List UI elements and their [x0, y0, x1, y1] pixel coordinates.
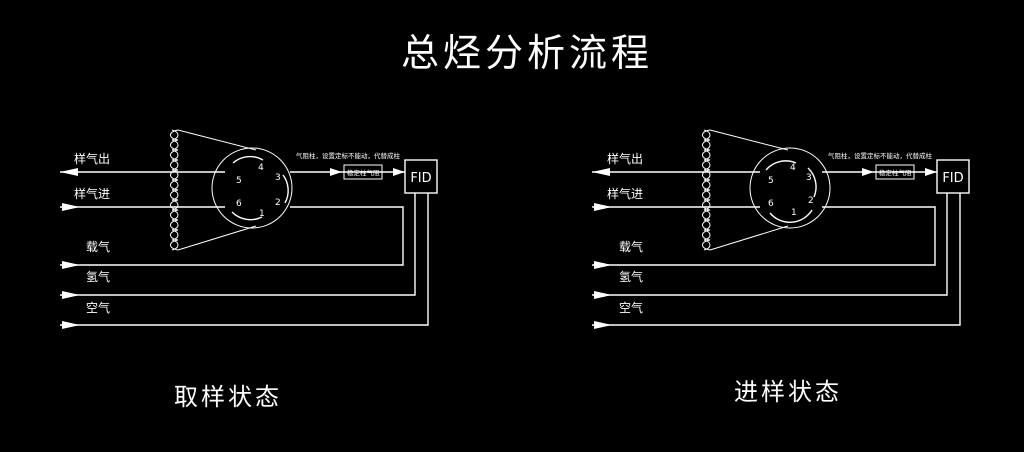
valve-port-label: 5	[236, 176, 242, 186]
sample-loop-coil	[702, 129, 789, 251]
gas-input-lines: 样气出 样气进 载气 氢气 空气	[592, 151, 961, 329]
restrictor-box-label: 稳定柱气阻	[879, 168, 912, 177]
sampling-state-label: 取样状态	[174, 383, 282, 411]
valve-port-label: 3	[275, 173, 281, 183]
hydrogen-label: 氢气	[619, 269, 643, 284]
restrictor-box	[343, 164, 383, 180]
sample-out-label: 样气出	[74, 151, 110, 166]
fid-detector-box	[936, 159, 970, 194]
sample-loop-coil	[170, 129, 257, 251]
valve-port-label: 1	[791, 208, 797, 218]
injection-state-label: 进样状态	[734, 378, 842, 406]
sampling-state-diagram: 1 2 3 4 5 6 样气出 样气进 载气 氢气 空气	[60, 129, 438, 411]
valve-port-label: 5	[768, 176, 774, 186]
sample-in-label: 样气进	[74, 186, 110, 201]
valve-port-label: 1	[259, 209, 265, 219]
fid-detector-label: FID	[410, 171, 431, 186]
column-note: 气阻柱，设置定标不能动，代替成柱	[296, 151, 401, 160]
column-to-detector: 气阻柱，设置定标不能动，代替成柱 稳定柱气阻 FID	[822, 151, 970, 194]
valve-port-label: 6	[236, 199, 242, 209]
valve-port-label: 2	[808, 196, 814, 206]
valve-port-label: 6	[768, 199, 774, 209]
restrictor-box	[875, 164, 915, 180]
restrictor-box-label: 稳定柱气阻	[347, 168, 380, 177]
six-port-valve: 1 2 3 4 5 6	[211, 147, 293, 229]
valve-port-label: 2	[275, 198, 281, 208]
fid-detector-label: FID	[942, 171, 963, 186]
six-port-valve: 1 2 3 4 5 6	[749, 147, 831, 229]
diagram-title: 总烃分析流程	[401, 31, 653, 75]
column-note: 气阻柱，设置定标不能动，代替成柱	[828, 151, 933, 160]
injection-state-diagram: 1 2 3 4 5 6 样气出 样气进 载气 氢气 空气 气阻柱，设置定标不	[592, 129, 970, 406]
valve-port-label: 4	[258, 163, 264, 173]
sample-out-label: 样气出	[607, 151, 643, 166]
air-label: 空气	[619, 300, 643, 315]
sample-in-label: 样气进	[607, 186, 643, 201]
valve-port-label: 4	[790, 163, 796, 173]
column-to-detector: 气阻柱，设置定标不能动，代替成柱 稳定柱气阻 FID	[290, 151, 438, 194]
air-label: 空气	[86, 300, 110, 315]
valve-port-label: 3	[806, 173, 812, 183]
fid-detector-box	[404, 159, 438, 194]
carrier-gas-label: 载气	[619, 239, 643, 254]
hydrogen-label: 氢气	[86, 269, 110, 284]
gas-input-lines: 样气出 样气进 载气 氢气 空气	[60, 151, 429, 329]
carrier-gas-label: 载气	[86, 239, 110, 254]
